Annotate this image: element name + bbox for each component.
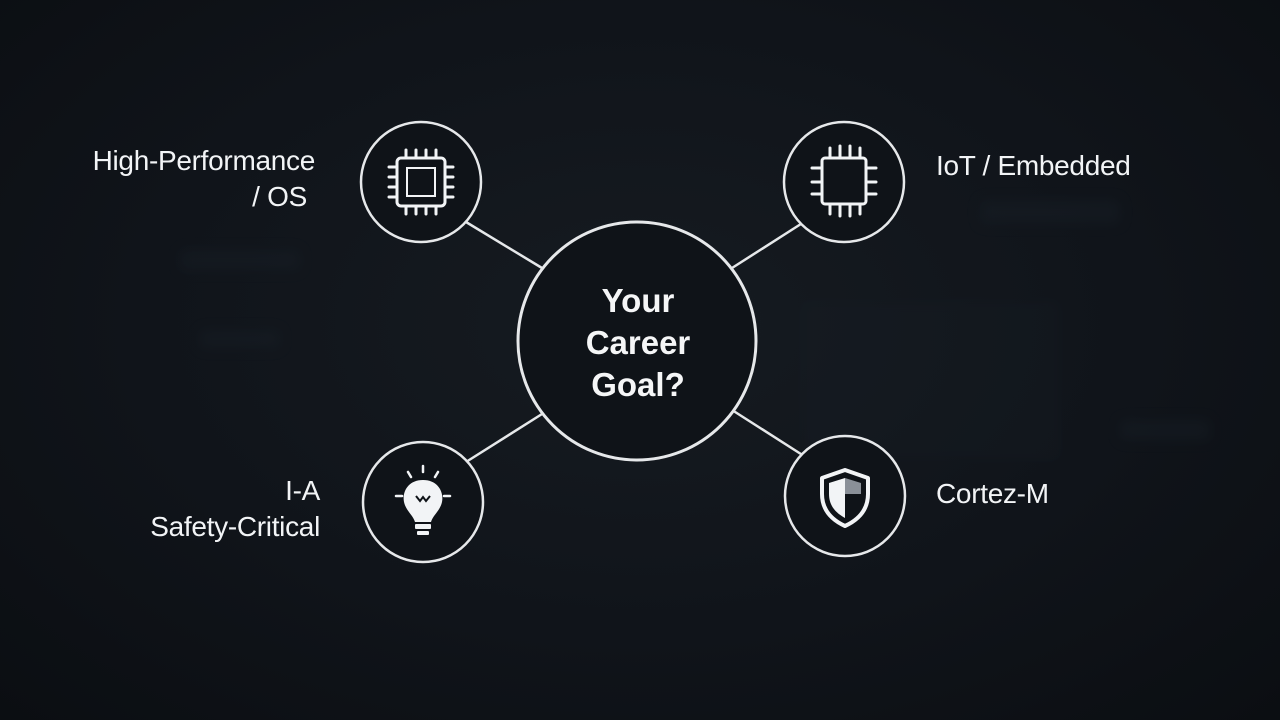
connector-top-right bbox=[731, 220, 805, 270]
cpu-chip-icon bbox=[387, 148, 455, 216]
background-shape bbox=[180, 250, 300, 270]
node-label-line: High-Performance bbox=[92, 145, 316, 176]
node-label-line: Cortez-M bbox=[936, 478, 1049, 509]
node-label-bottom-right: Cortez-M bbox=[936, 476, 1049, 512]
node-label-top-right: IoT / Embedded bbox=[936, 148, 1131, 184]
node-label-line: IoT / Embedded bbox=[936, 150, 1131, 181]
node-label-bottom-left: I-A Safety-Critical bbox=[150, 473, 320, 545]
center-title-line: Goal? bbox=[591, 366, 685, 403]
node-label-line: Safety-Critical bbox=[150, 511, 320, 542]
node-label-line: / OS bbox=[252, 181, 307, 212]
connector-bottom-right bbox=[731, 408, 805, 458]
microcontroller-chip-icon bbox=[810, 144, 878, 218]
center-title: Your Career Goal? bbox=[520, 280, 756, 406]
center-title-line: Career bbox=[585, 324, 691, 361]
node-circle-top-right bbox=[782, 120, 906, 244]
background-shape bbox=[800, 300, 1060, 460]
connector-bottom-left bbox=[465, 412, 543, 464]
lightbulb-icon bbox=[394, 464, 452, 535]
node-label-top-left: High-Performance / OS bbox=[92, 143, 316, 215]
node-label-line: I-A bbox=[285, 475, 320, 506]
center-circle bbox=[516, 220, 758, 462]
background-shape bbox=[200, 330, 280, 348]
center-title-line: Your bbox=[601, 282, 675, 319]
connector-top-left bbox=[465, 220, 543, 270]
background-shape bbox=[1120, 420, 1210, 440]
shield-icon bbox=[820, 468, 870, 528]
background-shape bbox=[980, 200, 1120, 224]
node-circle-top-left bbox=[359, 120, 483, 244]
